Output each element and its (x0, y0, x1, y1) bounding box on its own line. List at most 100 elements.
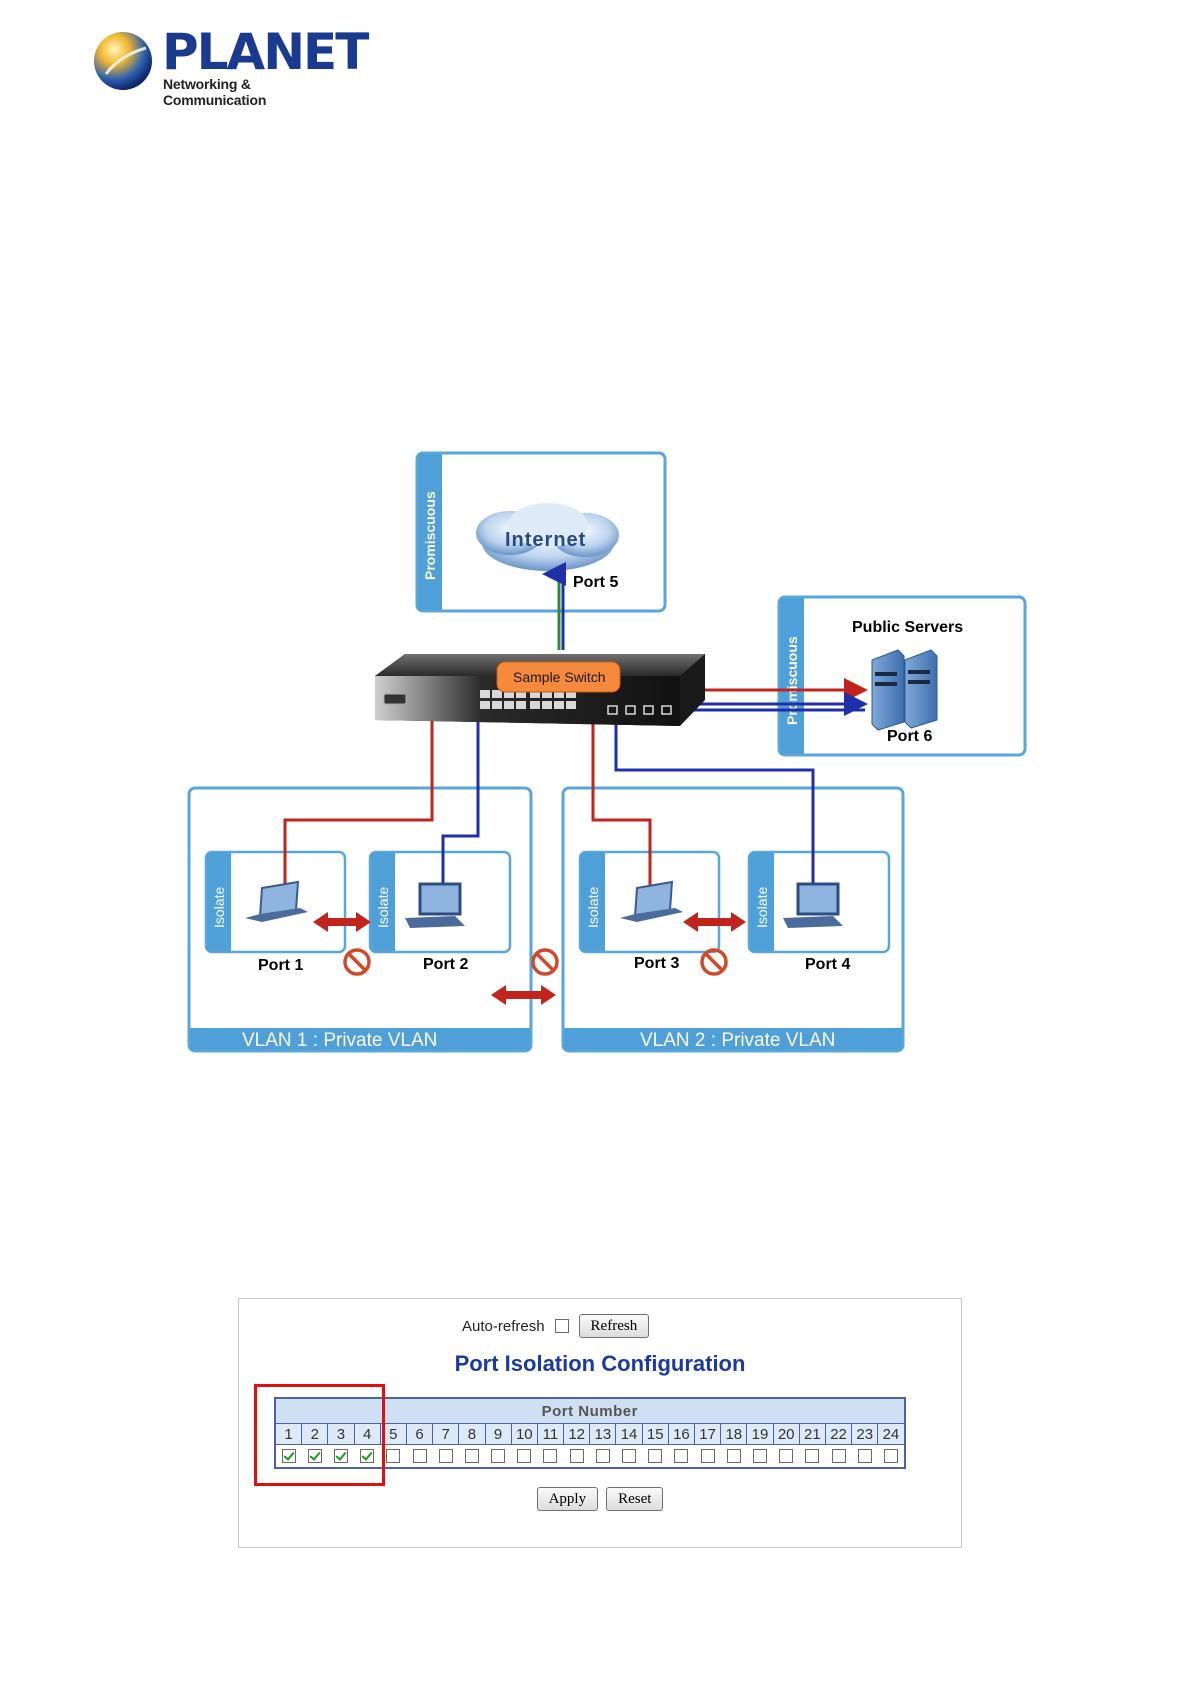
port-isolation-checkbox[interactable] (674, 1448, 689, 1463)
port-number-cell: 1 (275, 1423, 303, 1445)
port-checkbox-cell (589, 1444, 617, 1468)
blocked-arrow-port1-port2 (313, 912, 371, 976)
public-servers-label: Public Servers (852, 619, 963, 636)
port-isolation-checkbox[interactable] (464, 1448, 479, 1463)
port-number-cell: 6 (406, 1423, 434, 1445)
page-title: Port Isolation Configuration (454, 1351, 746, 1376)
public-servers-box: Promiscuous Public Servers Port 6 (777, 595, 1027, 757)
auto-refresh-checkbox[interactable] (554, 1319, 569, 1333)
port-isolation-checkbox[interactable] (517, 1448, 532, 1463)
port-checkbox-cell (642, 1444, 669, 1468)
port-isolation-checkbox[interactable] (622, 1448, 637, 1463)
port-checkbox-cell (615, 1444, 643, 1468)
private-vlan-diagram: Promiscuous Internet Port 5 Promiscuous … (187, 451, 1027, 1053)
port-number-cell: 11 (537, 1423, 565, 1445)
port-number-cell: 10 (511, 1423, 538, 1445)
port-number-cell: 23 (851, 1423, 879, 1445)
port-isolation-checkbox[interactable] (438, 1448, 453, 1463)
port-isolation-checkbox[interactable] (333, 1448, 348, 1463)
port-isolation-checkbox[interactable] (412, 1448, 427, 1463)
port4-label: Port 4 (805, 956, 850, 973)
auto-refresh-label: Auto-refresh (462, 1317, 545, 1335)
action-buttons: Apply Reset (239, 1487, 961, 1511)
port-number-cell: 4 (354, 1423, 381, 1445)
port-checkbox-cell (327, 1444, 355, 1468)
port-isolation-checkbox[interactable] (595, 1448, 610, 1463)
refresh-button[interactable]: Refresh (578, 1314, 650, 1338)
port-isolation-checkbox[interactable] (805, 1448, 820, 1463)
port-number-cell: 15 (642, 1423, 669, 1445)
port-checkbox-cell (825, 1444, 853, 1468)
port-isolation-checkbox[interactable] (752, 1448, 767, 1463)
vlan2-label: VLAN 2 : Private VLAN (640, 1030, 835, 1051)
port-checkbox-cell (432, 1444, 460, 1468)
logo-brand-text: PLANET (162, 23, 369, 81)
port-isolation-checkbox[interactable] (648, 1448, 663, 1463)
port-number-cell: 19 (746, 1423, 774, 1445)
port-number-cell: 8 (458, 1423, 486, 1445)
port-checkbox-cell (799, 1444, 826, 1468)
logo-tagline: Networking & Communication (163, 76, 267, 108)
vlan1-label: VLAN 1 : Private VLAN (242, 1030, 437, 1051)
port-number-header: Port Number (275, 1398, 905, 1424)
port-checkbox-cell (406, 1444, 434, 1468)
port-checkbox-cell (563, 1444, 591, 1468)
port-number-cell: 16 (668, 1423, 696, 1445)
port-checkbox-cell (746, 1444, 774, 1468)
isolate-label-port2: Isolate (375, 887, 391, 928)
port-isolation-checkbox[interactable] (307, 1448, 322, 1463)
port-number-cell: 12 (563, 1423, 591, 1445)
port3-label: Port 3 (634, 955, 679, 972)
port-checkbox-cell (301, 1444, 329, 1468)
port-number-cell: 9 (485, 1423, 512, 1445)
desktop-computer-icon (783, 882, 843, 928)
port-isolation-checkbox[interactable] (569, 1448, 584, 1463)
port-isolation-checkbox[interactable] (543, 1448, 558, 1463)
planet-logo: PLANET Networking & Communication (92, 23, 369, 108)
reset-button[interactable]: Reset (606, 1487, 664, 1511)
port-isolation-checkbox[interactable] (700, 1448, 715, 1463)
port-isolation-checkbox[interactable] (779, 1448, 794, 1463)
globe-logo-icon (94, 32, 152, 90)
isolate-label-port4: Isolate (754, 887, 770, 928)
port-isolation-checkbox[interactable] (857, 1448, 872, 1463)
port-isolation-checkbox[interactable] (386, 1448, 401, 1463)
blocked-arrow-vlan1-vlan2 (491, 948, 559, 1005)
vlan1-box: VLAN 1 : Private VLAN Isolate Isolate Po… (187, 786, 533, 1053)
port-checkbox-cell (537, 1444, 565, 1468)
auto-refresh-row: Auto-refresh Refresh (462, 1313, 650, 1339)
port1-label: Port 1 (258, 957, 303, 974)
server-icon (871, 649, 938, 731)
port-number-cell: 5 (380, 1423, 407, 1445)
desktop-computer-icon (405, 882, 465, 928)
port-number-cell: 7 (432, 1423, 460, 1445)
blocked-arrow-port3-port4 (683, 912, 746, 976)
port-checkbox-cell (720, 1444, 748, 1468)
internet-cloud-icon (476, 503, 619, 571)
port-checkbox-row (275, 1444, 905, 1468)
port-checkbox-cell (485, 1444, 512, 1468)
isolate-label-port3: Isolate (585, 887, 601, 928)
highlight-box (254, 1384, 385, 1486)
port-number-cell: 3 (327, 1423, 355, 1445)
port-checkbox-cell (511, 1444, 538, 1468)
port-number-cell: 21 (799, 1423, 826, 1445)
internet-promiscuous-box: Promiscuous Internet Port 5 (415, 451, 667, 613)
port-isolation-checkbox[interactable] (281, 1448, 296, 1463)
port-isolation-checkbox[interactable] (360, 1448, 375, 1463)
port-checkbox-cell (458, 1444, 486, 1468)
port-isolation-checkbox[interactable] (726, 1448, 741, 1463)
internet-label: Internet (505, 529, 586, 551)
port-isolation-checkbox[interactable] (883, 1448, 898, 1463)
port-isolation-checkbox[interactable] (491, 1448, 506, 1463)
port-checkbox-cell (668, 1444, 696, 1468)
port-checkbox-cell (773, 1444, 800, 1468)
port-checkbox-cell (877, 1444, 905, 1468)
sample-switch: Sample Switch (375, 654, 705, 726)
port-checkbox-cell (380, 1444, 407, 1468)
port-checkbox-cell (275, 1444, 303, 1468)
apply-button[interactable]: Apply (536, 1487, 599, 1511)
port-isolation-checkbox[interactable] (831, 1448, 846, 1463)
